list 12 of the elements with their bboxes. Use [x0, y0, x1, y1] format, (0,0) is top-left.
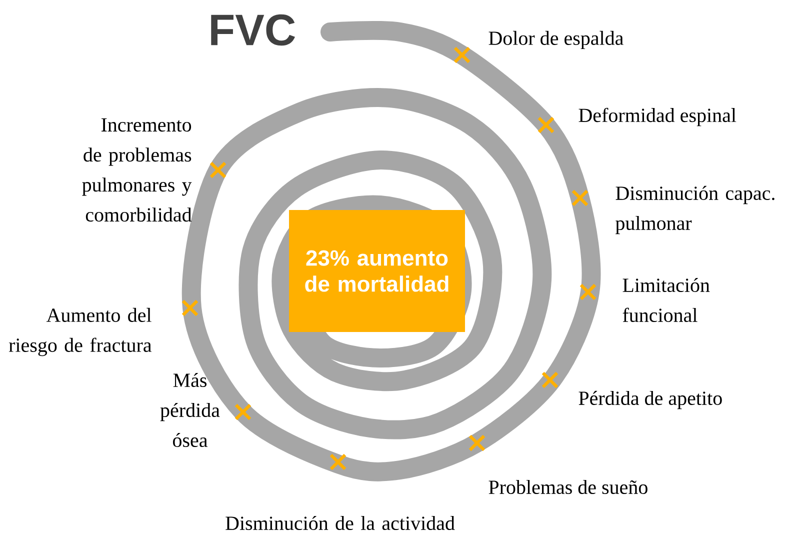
spiral-label: Pérdida de apetito [578, 390, 722, 410]
spiral-label: Dolor de espalda [488, 30, 624, 50]
spiral-label: Disminución capac. pulmonar [616, 186, 774, 234]
spiral-label: Deformidad espinal [578, 108, 736, 126]
spiral-label: Incremento de problemas pulmonares y comorbilidad [82, 118, 192, 222]
spiral-label: Más pérdida ósea [160, 372, 220, 448]
spiral-label: Problemas de sueño [488, 480, 648, 494]
spiral-label: Limitación funcional [622, 278, 710, 322]
spiral-title: FVC [211, 14, 295, 46]
result-box: 23% aumento de mortalidad [289, 210, 465, 332]
spiral-label: Disminución de la actividad [226, 516, 455, 530]
spiral-label: Aumento del riesgo de fractura [8, 308, 152, 356]
